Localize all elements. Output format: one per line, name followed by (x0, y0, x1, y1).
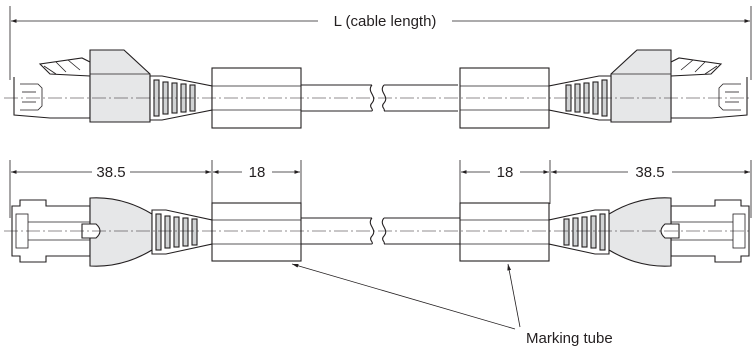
cable-bottom (300, 217, 460, 245)
tube-length-right-label: 18 (497, 164, 514, 181)
connector-top-right (459, 49, 748, 129)
connector-bottom-left (11, 197, 302, 267)
cable-length-label: L (cable length) (334, 13, 437, 30)
connector-length-right-dimension: 38.5 (551, 164, 750, 181)
marking-tube-callout: Marking tube (291, 263, 613, 347)
top-view: L (cable length) (4, 6, 752, 129)
marking-tube-label: Marking tube (526, 330, 613, 347)
connector-length-right-label: 38.5 (635, 164, 664, 181)
tube-length-right-dimension: 18 (461, 164, 549, 181)
cable-top-left (300, 84, 375, 112)
connector-top-left (13, 49, 302, 129)
bottom-view: 38.5 18 18 38.5 (4, 160, 752, 347)
cable-length-dimension: L (cable length) (9, 6, 752, 80)
connector-length-left-dimension: 38.5 (11, 164, 211, 181)
connector-bottom-right (459, 197, 750, 267)
cable-top-right (381, 84, 458, 112)
tube-length-left-label: 18 (249, 164, 266, 181)
connector-length-left-label: 38.5 (96, 164, 125, 181)
tube-length-left-dimension: 18 (213, 164, 300, 181)
